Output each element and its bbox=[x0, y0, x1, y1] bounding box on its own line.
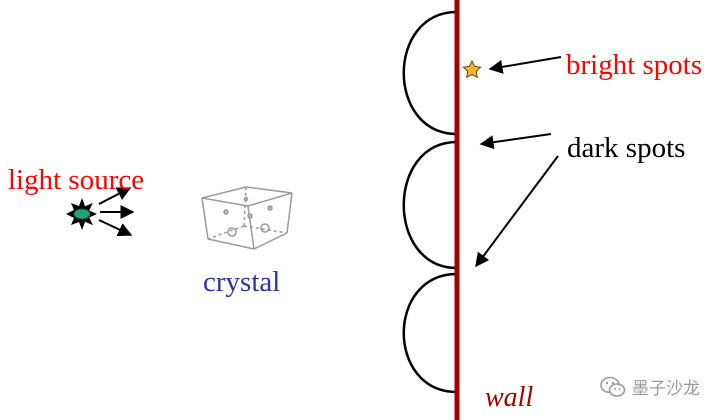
watermark: 墨子沙龙 bbox=[600, 374, 700, 399]
arc-bottom bbox=[402, 272, 458, 394]
bright-spot-star-icon bbox=[462, 59, 482, 79]
crystal-icon bbox=[201, 186, 293, 250]
watermark-text: 墨子沙龙 bbox=[632, 379, 700, 399]
label-arrows bbox=[475, 56, 562, 268]
dark-spots-arrow-lower bbox=[475, 155, 559, 268]
ray-up bbox=[98, 187, 132, 205]
arc-top bbox=[402, 10, 458, 136]
light-source-label: light source bbox=[8, 164, 145, 196]
light-source-core bbox=[73, 208, 91, 220]
light-rays bbox=[98, 187, 135, 236]
wall-label: wall bbox=[485, 382, 534, 413]
dark-spots-arrow-upper bbox=[479, 133, 552, 150]
arc-middle bbox=[402, 140, 458, 270]
crystal-label: crystal bbox=[203, 266, 281, 298]
ray-down bbox=[98, 219, 133, 236]
wechat-icon bbox=[600, 376, 626, 397]
bright-spots-label: bright spots bbox=[566, 49, 703, 81]
bright-spots-arrow bbox=[488, 56, 562, 74]
interference-arcs bbox=[402, 10, 458, 394]
dark-spots-label: dark spots bbox=[567, 132, 686, 164]
light-source-icon bbox=[66, 198, 97, 230]
